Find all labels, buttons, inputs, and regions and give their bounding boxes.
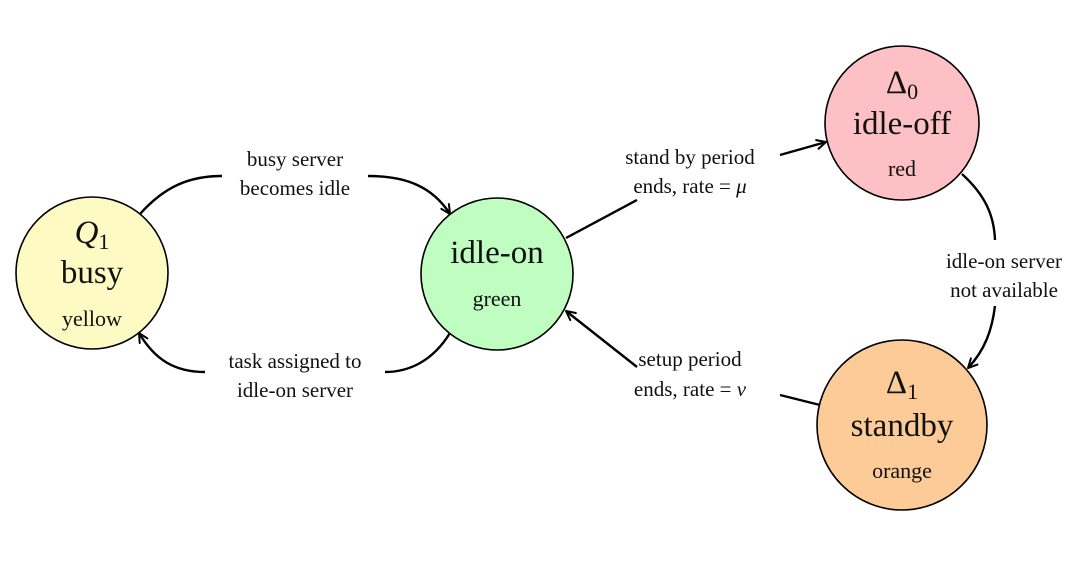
node-idle-on-label: idle-on [450,235,543,271]
edge-label-standby-to-idle-on-line1: setup period [638,347,742,371]
node-idle-on: idle-on green [420,197,574,351]
edge-label-idle-on-to-idle-off-line2: ends, rate = μ [633,174,746,198]
node-standby-symbol: Δ1 [886,365,918,404]
node-idle-on-color: green [473,286,522,311]
rate-mu-symbol: μ [735,174,747,198]
edge-label-standby-to-idle-on-line2: ends, rate = ν [634,377,747,401]
edge-label-idle-off-to-standby-line1: idle-on server [946,249,1062,273]
edge-idle-on-to-busy-tail [137,332,206,374]
node-busy-circle [15,196,169,350]
edge-label-idle-off-to-standby-line2: not available [950,278,1058,302]
edge-busy-to-idle-on-tail [367,174,452,215]
edge-label-busy-to-idle-on-line1: busy server [247,147,343,171]
rate-prefix-mu: ends, rate = [633,174,736,198]
edge-label-busy-to-idle-on-line2: becomes idle [240,176,350,200]
node-busy-symbol: Q1 [75,215,110,254]
node-idle-off-color: red [888,156,916,181]
edge-standby-to-idle-on [779,393,821,407]
node-idle-off-symbol: Δ0 [886,65,918,104]
rate-nu-symbol: ν [737,377,747,401]
rate-prefix-nu: ends, rate = [634,377,737,401]
edge-standby-to-idle-on-tail [565,310,638,368]
node-busy: Q1 busy yellow [15,196,169,350]
node-idle-off-circle [824,45,980,201]
node-idle-on-circle [420,197,574,351]
node-busy-label: busy [61,255,124,291]
node-standby-circle [816,339,988,511]
edge-idle-on-to-busy [384,332,452,374]
edge-label-idle-on-to-busy-line1: task assigned to [229,349,362,373]
node-busy-color: yellow [62,306,122,331]
node-standby-color: orange [872,458,932,483]
edge-label-idle-on-to-busy-line2: idle-on server [237,378,353,402]
edge-label-idle-on-to-idle-off-line1: stand by period [625,145,755,169]
node-idle-off: Δ0 idle-off red [824,45,980,201]
edge-idle-on-to-idle-off [565,198,638,240]
edge-idle-off-to-standby-tail [967,305,997,369]
node-standby-label: standby [851,408,954,444]
edge-busy-to-idle-on [139,174,223,215]
edge-idle-on-to-idle-off-tail [779,139,827,157]
edge-idle-off-to-standby [961,173,997,241]
node-standby: Δ1 standby orange [816,339,988,511]
node-idle-off-label: idle-off [853,106,951,142]
